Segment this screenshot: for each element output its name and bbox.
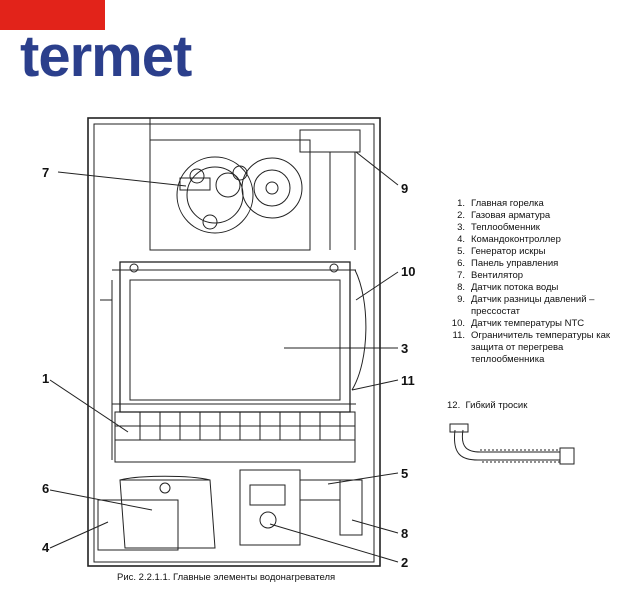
- fan-housing: [241, 157, 303, 219]
- callout-10: 10: [401, 264, 415, 279]
- callout-3: 3: [401, 341, 408, 356]
- callout-6: 6: [42, 481, 49, 496]
- main-burner: [114, 411, 356, 463]
- hose-label: 12. Гибкий тросик: [447, 400, 528, 411]
- figure-caption: Рис. 2.2.1.1. Главные элементы водонагре…: [117, 572, 336, 583]
- flue-hood: [149, 118, 311, 251]
- boiler-casing: [87, 117, 381, 567]
- callout-8: 8: [401, 526, 408, 541]
- legend-item: 1.Главная горелка: [457, 198, 544, 209]
- legend-item: 5.Генератор искры: [457, 246, 546, 257]
- legend-item: 9.Датчик разницы давлений – прессостат: [457, 294, 595, 317]
- callout-2: 2: [401, 555, 408, 570]
- legend-item: 7.Вентилятор: [457, 270, 524, 281]
- legend-list: 1.Главная горелка 2.Газовая арматура 3.Т…: [447, 198, 637, 366]
- gas-valve: [239, 469, 341, 546]
- callout-9: 9: [401, 181, 408, 196]
- callout-1: 1: [42, 371, 49, 386]
- legend-item: 3.Теплообменник: [457, 222, 540, 233]
- fan: [176, 156, 254, 234]
- command-controller: [97, 499, 179, 551]
- legend-item: 11.Ограничитель температуры как защита о…: [452, 330, 611, 365]
- legend-item: 6.Панель управления: [457, 258, 559, 269]
- callout-11: 11: [401, 373, 415, 388]
- callout-5: 5: [401, 466, 408, 481]
- legend-item: 10.Датчик температуры NTC: [451, 318, 585, 329]
- legend-item: 8.Датчик потока воды: [457, 282, 559, 293]
- logo-red-bar: [0, 0, 105, 30]
- legend-item: 4.Командоконтроллер: [457, 234, 561, 245]
- callout-4: 4: [42, 540, 50, 555]
- control-panel: [119, 479, 216, 549]
- termet-logo: termet: [20, 24, 192, 89]
- heat-exchanger: [112, 261, 356, 413]
- legend-item: 2.Газовая арматура: [457, 210, 551, 221]
- flexible-hose-drawing: [449, 423, 575, 465]
- callout-7: 7: [42, 165, 49, 180]
- water-flow-sensor: [339, 479, 363, 536]
